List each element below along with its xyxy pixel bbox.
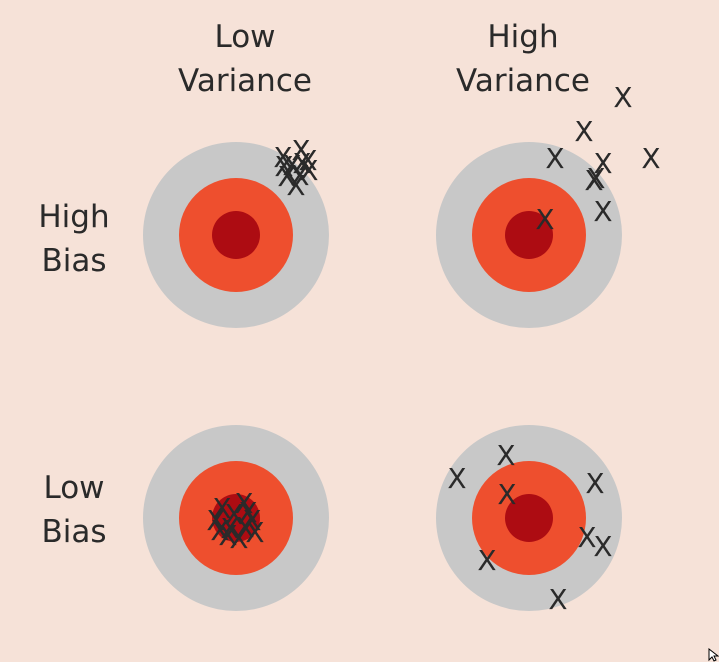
- col-header-high-variance-line2: Variance: [456, 63, 590, 99]
- hit-mark: X: [535, 203, 554, 236]
- hit-mark: X: [593, 530, 612, 563]
- target-bullseye: [212, 494, 260, 542]
- col-header-high-variance: High Variance: [448, 15, 598, 103]
- hit-mark: X: [220, 512, 239, 545]
- hit-mark: X: [277, 160, 296, 193]
- hit-mark: X: [585, 467, 604, 500]
- hit-mark: X: [613, 81, 632, 114]
- col-header-low-variance-line2: Variance: [178, 63, 312, 99]
- hit-mark: X: [545, 142, 564, 175]
- hit-mark: X: [299, 154, 318, 187]
- row-header-high-bias: High Bias: [24, 195, 124, 283]
- row-header-low-bias-line1: Low: [43, 470, 105, 506]
- col-header-low-variance-line1: Low: [214, 19, 276, 55]
- hit-mark: X: [593, 147, 612, 180]
- row-header-low-bias: Low Bias: [24, 466, 124, 554]
- hit-mark: X: [477, 544, 496, 577]
- hit-mark: X: [210, 514, 229, 547]
- row-header-high-bias-line1: High: [38, 199, 110, 235]
- target-bullseye: [505, 211, 553, 259]
- row-header-low-bias-line2: Bias: [41, 514, 107, 550]
- hit-mark: X: [286, 169, 305, 202]
- hit-mark: X: [574, 115, 593, 148]
- hit-mark: X: [273, 141, 292, 174]
- hit-mark: X: [641, 142, 660, 175]
- hit-mark: X: [242, 504, 261, 537]
- mouse-cursor-icon: [708, 648, 719, 662]
- target-bullseye: [505, 494, 553, 542]
- row-header-high-bias-line2: Bias: [41, 243, 107, 279]
- hit-mark: X: [206, 504, 225, 537]
- col-header-high-variance-line1: High: [487, 19, 559, 55]
- hit-mark: X: [282, 149, 301, 182]
- target-bullseye: [212, 211, 260, 259]
- hit-mark: X: [291, 134, 310, 167]
- hit-mark: X: [577, 521, 596, 554]
- hit-mark: X: [584, 164, 603, 197]
- hit-mark: X: [447, 462, 466, 495]
- hit-mark: X: [234, 487, 253, 520]
- hit-mark: X: [212, 492, 231, 525]
- hit-mark: X: [298, 144, 317, 177]
- hit-mark: X: [548, 583, 567, 616]
- hit-mark: X: [290, 159, 309, 192]
- col-header-low-variance: Low Variance: [170, 15, 320, 103]
- hit-mark: X: [497, 478, 516, 511]
- hit-mark: X: [496, 439, 515, 472]
- hit-mark: X: [224, 498, 243, 531]
- hit-mark: X: [245, 516, 264, 549]
- hit-mark: X: [586, 162, 605, 195]
- hit-mark: X: [292, 147, 311, 180]
- hit-mark: X: [229, 522, 248, 555]
- hit-mark: X: [218, 519, 237, 552]
- hit-mark: X: [235, 511, 254, 544]
- hit-mark: X: [238, 496, 257, 529]
- hit-mark: X: [593, 195, 612, 228]
- hit-mark: X: [274, 150, 293, 183]
